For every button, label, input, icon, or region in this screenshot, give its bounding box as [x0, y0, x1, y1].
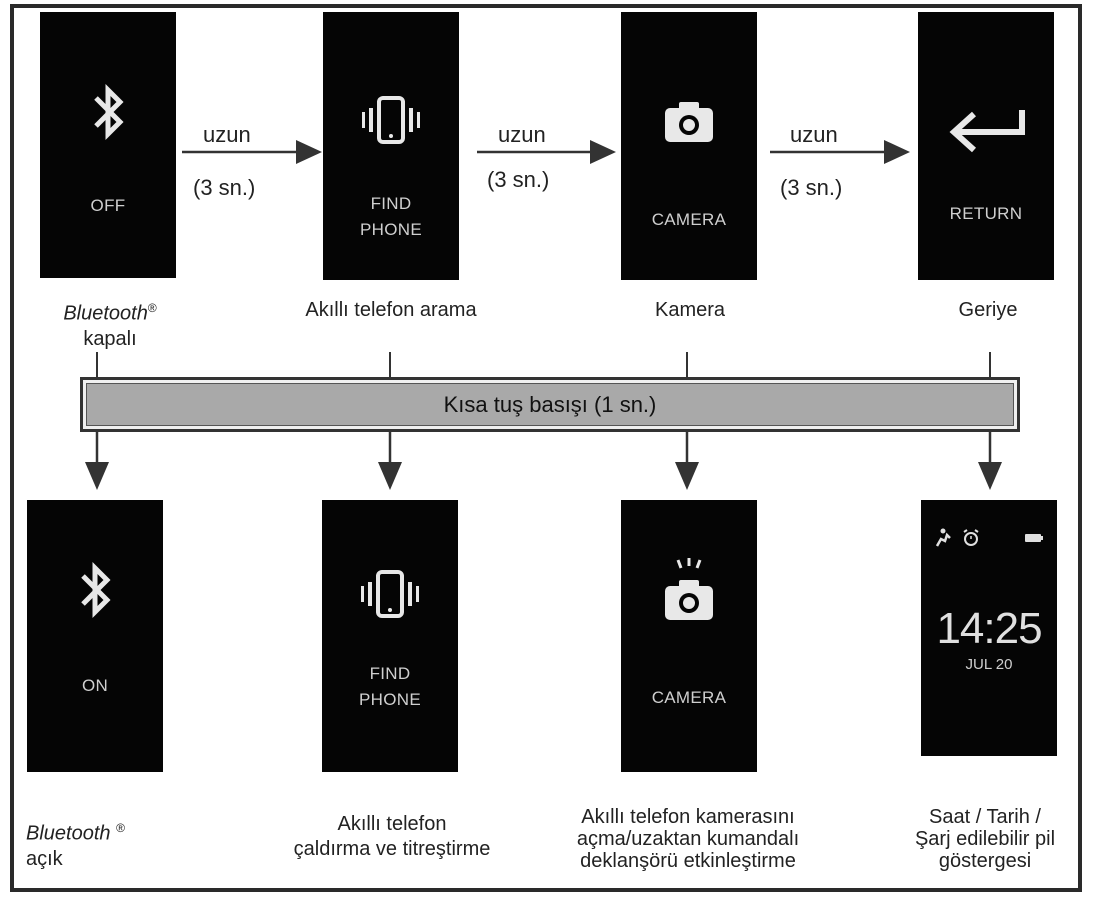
caption-find-phone-active-2: çaldırma ve titreştirme	[293, 838, 491, 860]
down-arrowhead-3	[675, 462, 699, 490]
screen-return: RETURN	[918, 12, 1054, 280]
running-icon	[935, 528, 951, 547]
caption-bluetooth-on-sup: ®	[116, 821, 125, 835]
phone-vibrate-icon	[322, 564, 458, 633]
transition-2-line2: (3 sn.)	[487, 167, 550, 192]
screen-bluetooth-on: ON	[27, 500, 163, 772]
screen-label-camera: CAMERA	[651, 210, 727, 229]
camera-flash-icon	[621, 556, 757, 631]
transition-1-line2: (3 sn.)	[193, 175, 256, 200]
battery-icon	[1025, 534, 1043, 542]
alarm-icon	[963, 529, 979, 546]
transition-3-line2: (3 sn.)	[780, 175, 843, 200]
long-press-arrowhead-3	[884, 140, 910, 164]
caption-find-phone-active-1: Akıllı telefon	[337, 813, 447, 835]
caption-return: Geriye	[958, 299, 1018, 321]
caption-camera-active-3: deklanşörü etkinleştirme	[580, 850, 796, 872]
caption-clock: Saat / Tarih / Şarj edilebilir pil göste…	[890, 806, 1080, 872]
long-press-arrowhead-1	[296, 140, 322, 164]
caption-camera: Kamera	[654, 299, 726, 321]
status-icons	[933, 528, 1045, 553]
caption-bluetooth-off-sup: ®	[147, 301, 157, 315]
screen-label-on: ON	[81, 676, 109, 695]
transition-1-line1: uzun	[203, 122, 251, 147]
phone-vibrate-icon	[323, 90, 459, 159]
bluetooth-icon	[27, 558, 163, 627]
screen-label-return: RETURN	[949, 204, 1023, 223]
caption-bluetooth-on-rest: açık	[26, 847, 63, 870]
screen-label-find: FIND	[370, 194, 412, 213]
bluetooth-icon	[40, 80, 176, 149]
screen-camera-active: CAMERA	[621, 500, 757, 772]
clock-date: JUL 20	[965, 656, 1013, 673]
caption-bluetooth-on-italic: Bluetooth	[26, 822, 111, 845]
screen-label-off: OFF	[90, 196, 126, 215]
diagram-frame	[10, 4, 1082, 892]
screen-find-phone: FIND PHONE	[323, 12, 459, 280]
screen-label-phone: PHONE	[360, 220, 422, 239]
screen-camera: CAMERA	[621, 12, 757, 280]
short-press-bar: Kısa tuş basışı (1 sn.)	[80, 377, 1020, 432]
down-arrowhead-1	[85, 462, 109, 490]
caption-camera-active: Akıllı telefon kamerasını açma/uzaktan k…	[548, 806, 828, 872]
transition-2-line1: uzun	[498, 122, 546, 147]
clock-time: 14:25	[936, 604, 1042, 653]
return-arrow-icon	[918, 106, 1054, 159]
caption-find-phone: Akıllı telefon arama	[305, 299, 477, 321]
transition-3-line1: uzun	[790, 122, 838, 147]
short-press-label: Kısa tuş basışı (1 sn.)	[86, 383, 1014, 426]
long-press-arrowhead-2	[590, 140, 616, 164]
caption-clock-2: Şarj edilebilir pil	[914, 828, 1056, 850]
caption-bluetooth-off-rest: kapalı	[83, 327, 137, 350]
caption-bluetooth-off-italic: Bluetooth	[63, 302, 148, 325]
down-arrowhead-4	[978, 462, 1002, 490]
screen-find-phone-active: FIND PHONE	[322, 500, 458, 772]
screen-label-phone-active: PHONE	[359, 690, 421, 709]
screen-bluetooth-off: OFF	[40, 12, 176, 278]
caption-find-phone-active: Akıllı telefon çaldırma ve titreştirme	[266, 812, 518, 862]
caption-clock-3: göstergesi	[938, 850, 1032, 872]
screen-label-camera-active: CAMERA	[651, 688, 727, 707]
caption-camera-active-2: açma/uzaktan kumandalı	[576, 828, 800, 850]
caption-clock-1: Saat / Tarih /	[929, 806, 1041, 828]
screen-clock: 14:25 JUL 20	[921, 500, 1057, 756]
camera-icon	[621, 96, 757, 151]
down-arrowhead-2	[378, 462, 402, 490]
caption-camera-active-1: Akıllı telefon kamerasını	[581, 806, 795, 828]
screen-label-find-active: FIND	[369, 664, 411, 683]
caption-bluetooth-off: Bluetooth® kapalı	[40, 296, 180, 352]
caption-bluetooth-on: Bluetooth ® açık	[26, 816, 186, 872]
